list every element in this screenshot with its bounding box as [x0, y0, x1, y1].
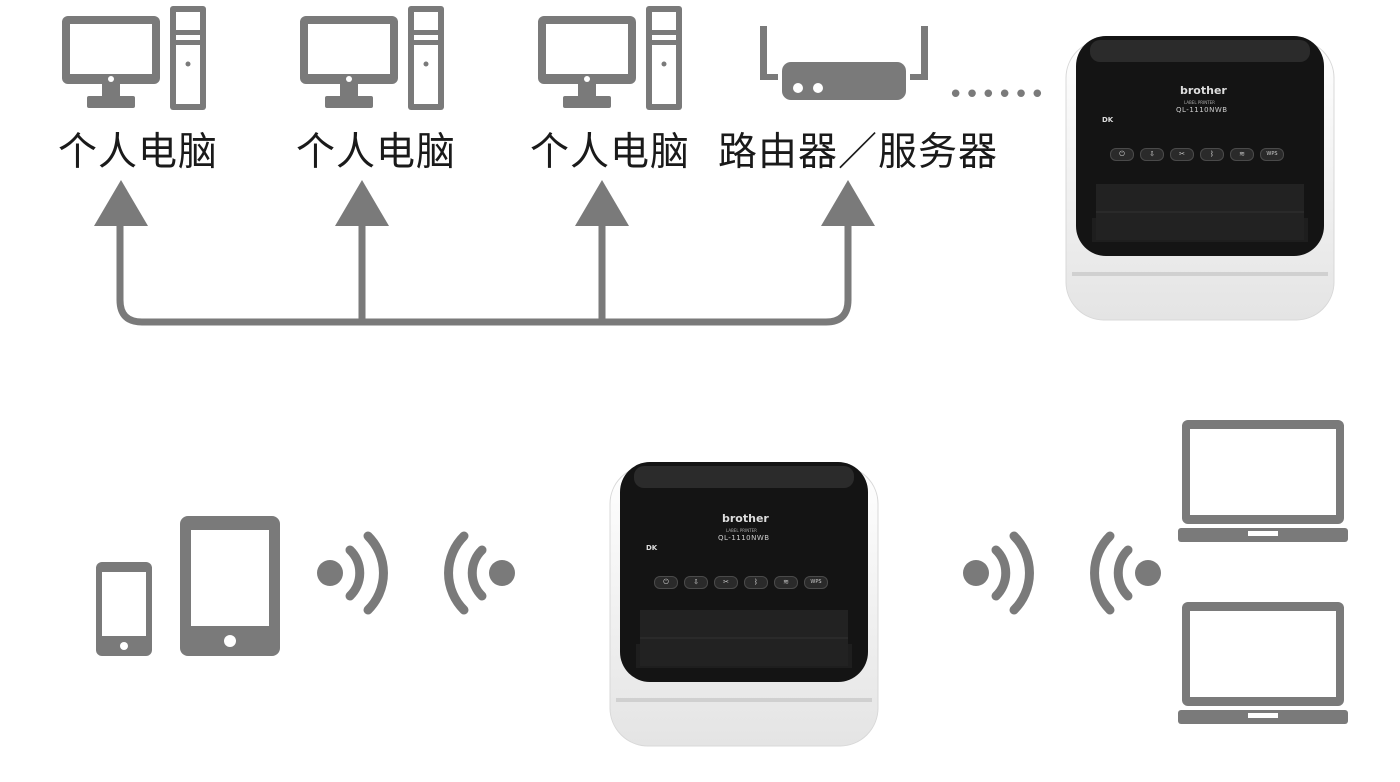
- laptop-icon: [1178, 602, 1348, 726]
- wps-button[interactable]: WPS: [804, 576, 828, 589]
- model-number: QL-1110NWB: [1176, 106, 1228, 114]
- wireless-signal-icon: [316, 530, 396, 616]
- bluetooth-button[interactable]: ᛒ: [1200, 148, 1224, 161]
- cut-button[interactable]: ✂: [1170, 148, 1194, 161]
- bluetooth-button[interactable]: ᛒ: [744, 576, 768, 589]
- power-button[interactable]: ⏻: [654, 576, 678, 589]
- brand-logo: brother: [722, 512, 769, 525]
- laptop-icon: [1178, 420, 1348, 544]
- printer-sub-label: LABEL PRINTER: [1184, 100, 1215, 105]
- arrow-up-icon: [821, 180, 875, 226]
- wps-button[interactable]: WPS: [1260, 148, 1284, 161]
- wifi-button[interactable]: ≋: [1230, 148, 1254, 161]
- tablet-icon: [180, 516, 280, 656]
- feed-button[interactable]: ⇩: [684, 576, 708, 589]
- wireless-signal-icon: [438, 530, 518, 616]
- feed-button[interactable]: ⇩: [1140, 148, 1164, 161]
- wifi-button[interactable]: ≋: [774, 576, 798, 589]
- power-button[interactable]: ⏻: [1110, 148, 1134, 161]
- arrow-up-icon: [335, 180, 389, 226]
- printer-control-panel: ⏻ ⇩ ✂ ᛒ ≋ WPS: [654, 576, 828, 589]
- wireless-signal-icon: [1084, 530, 1164, 616]
- dk-badge: DK: [1102, 116, 1113, 124]
- arrow-up-icon: [575, 180, 629, 226]
- brand-logo: brother: [1180, 84, 1227, 97]
- arrow-up-icon: [94, 180, 148, 226]
- dk-badge: DK: [646, 544, 657, 552]
- label-printer-image: [606, 458, 882, 754]
- label-printer-image: [1062, 32, 1338, 328]
- cut-button[interactable]: ✂: [714, 576, 738, 589]
- wireless-signal-icon: [962, 530, 1042, 616]
- smartphone-icon: [96, 562, 152, 656]
- printer-sub-label: LABEL PRINTER: [726, 528, 757, 533]
- printer-control-panel: ⏻ ⇩ ✂ ᛒ ≋ WPS: [1110, 148, 1284, 161]
- model-number: QL-1110NWB: [718, 534, 770, 542]
